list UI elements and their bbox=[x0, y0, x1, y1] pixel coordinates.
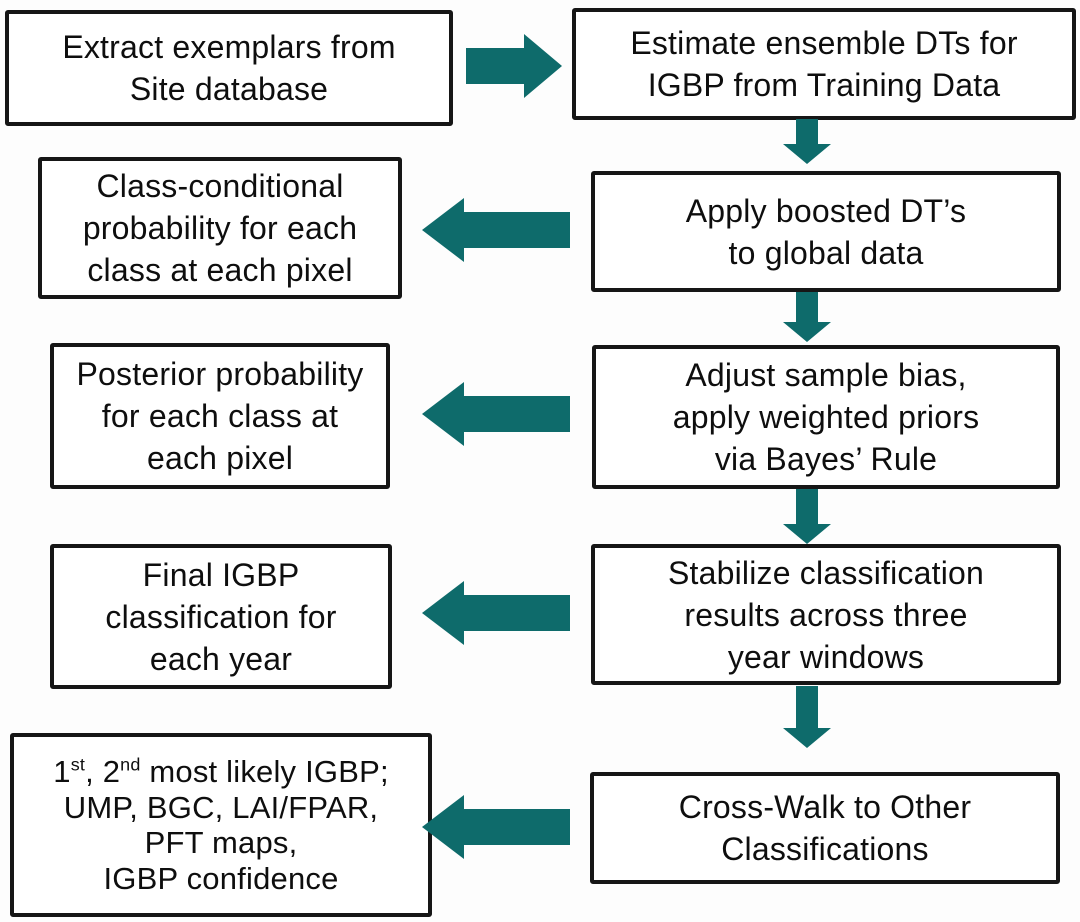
arrow-left-shape bbox=[422, 795, 570, 859]
flow-box-estimate-ensemble-dts-label: Estimate ensemble DTs for IGBP from Trai… bbox=[630, 25, 1018, 103]
flow-box-adjust-sample-bias: Adjust sample bias, apply weighted prior… bbox=[592, 345, 1060, 489]
flow-box-final-igbp-classification: Final IGBP classification for each year bbox=[50, 544, 392, 689]
flow-box-posterior-probability: Posterior probability for each class at … bbox=[50, 343, 390, 489]
arrow-left-icon bbox=[422, 198, 570, 262]
arrow-down-shape bbox=[783, 119, 831, 164]
arrow-right-icon bbox=[466, 34, 562, 98]
arrow-left-shape bbox=[422, 581, 570, 645]
flow-box-output-products: 1st, 2nd most likely IGBP; UMP, BGC, LAI… bbox=[10, 733, 432, 917]
arrow-down-shape bbox=[783, 489, 831, 544]
arrow-left-shape bbox=[422, 382, 570, 446]
superscript-nd: nd bbox=[120, 754, 141, 775]
flow-box-class-conditional-probability-label: Class-conditional probability for each c… bbox=[82, 168, 358, 288]
arrow-down-icon bbox=[783, 292, 831, 342]
arrow-left-shape bbox=[422, 198, 570, 262]
superscript-st: st bbox=[70, 754, 86, 775]
flow-box-estimate-ensemble-dts: Estimate ensemble DTs for IGBP from Trai… bbox=[572, 8, 1076, 120]
flow-box-posterior-probability-label: Posterior probability for each class at … bbox=[76, 356, 364, 476]
flow-box-stabilize-classification: Stabilize classification results across … bbox=[591, 544, 1061, 685]
flow-box-extract-exemplars-label: Extract exemplars from Site database bbox=[62, 29, 396, 107]
arrow-right-shape bbox=[466, 34, 562, 98]
flow-box-cross-walk: Cross-Walk to Other Classifications bbox=[590, 772, 1060, 884]
flow-box-apply-boosted-dts: Apply boosted DT’s to global data bbox=[591, 171, 1061, 292]
flow-box-output-products-label: 1st, 2nd most likely IGBP; UMP, BGC, LAI… bbox=[53, 754, 389, 896]
flow-box-class-conditional-probability: Class-conditional probability for each c… bbox=[38, 157, 402, 299]
flow-box-apply-boosted-dts-label: Apply boosted DT’s to global data bbox=[685, 192, 967, 271]
flow-box-adjust-sample-bias-label: Adjust sample bias, apply weighted prior… bbox=[672, 357, 980, 477]
flow-box-stabilize-classification-label: Stabilize classification results across … bbox=[667, 554, 985, 675]
arrow-down-icon bbox=[783, 686, 831, 748]
arrow-down-icon bbox=[783, 489, 831, 544]
output-products-line-1: 1st, 2nd most likely IGBP; bbox=[53, 754, 389, 789]
arrow-left-icon bbox=[422, 382, 570, 446]
flow-box-cross-walk-label: Cross-Walk to Other Classifications bbox=[678, 789, 972, 867]
flow-box-final-igbp-classification-label: Final IGBP classification for each year bbox=[105, 556, 337, 677]
arrow-down-shape bbox=[783, 292, 831, 342]
arrow-down-shape bbox=[783, 686, 831, 748]
arrow-left-icon bbox=[422, 581, 570, 645]
flow-box-extract-exemplars: Extract exemplars from Site database bbox=[5, 10, 453, 126]
arrow-left-icon bbox=[422, 795, 570, 859]
arrow-down-icon bbox=[783, 119, 831, 164]
